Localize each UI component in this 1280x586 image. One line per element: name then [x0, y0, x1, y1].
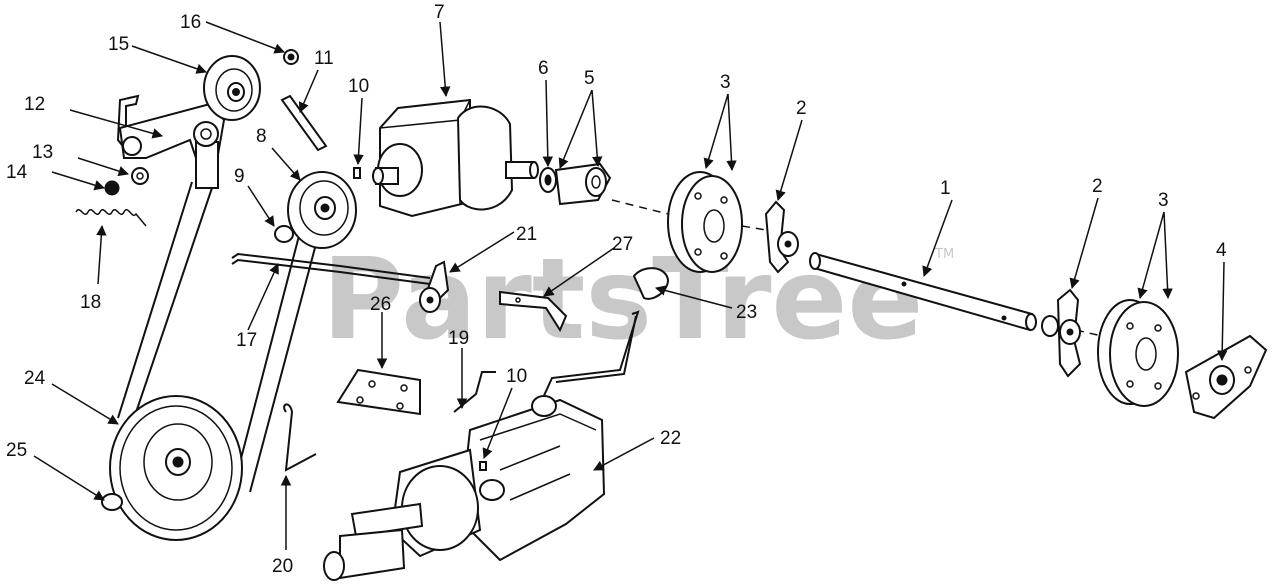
callout-3b: 3: [1158, 190, 1169, 211]
callout-11: 11: [314, 48, 334, 69]
bearing-bracket-left: [764, 200, 799, 274]
callout-5: 5: [584, 68, 595, 89]
extension-spring: [75, 209, 147, 227]
callout-26: 26: [370, 294, 391, 315]
callout-10a: 10: [348, 76, 369, 97]
callout-24: 24: [24, 368, 46, 389]
gearbox: [372, 98, 539, 218]
callout-2a: 2: [796, 98, 807, 119]
callout-3a: 3: [720, 72, 731, 93]
callout-18: 18: [80, 292, 101, 313]
idler-bracket: [116, 94, 226, 189]
callout-9: 9: [234, 166, 245, 187]
callout-17: 17: [236, 330, 257, 351]
drive-shaft: [809, 252, 1037, 332]
callout-1: 1: [940, 178, 951, 199]
mounting-bracket: [499, 290, 568, 333]
retaining-ring: [101, 493, 123, 511]
callout-4: 4: [1216, 240, 1227, 261]
callout-25: 25: [6, 440, 27, 461]
callout-2b: 2: [1092, 176, 1103, 197]
flange-bearing-left: [667, 171, 743, 273]
pin: [280, 94, 328, 152]
callout-12: 12: [24, 94, 45, 115]
callout-22: 22: [660, 428, 681, 449]
callout-27: 27: [612, 234, 633, 255]
callout-14: 14: [6, 162, 28, 183]
callout-13: 13: [32, 142, 53, 163]
hitch-pin: [453, 371, 496, 413]
callout-8: 8: [256, 126, 267, 147]
callout-21: 21: [516, 224, 537, 245]
shift-link: [283, 403, 317, 472]
idler-pulley: [203, 55, 261, 121]
angle-bracket: [336, 368, 421, 416]
bushing: [131, 167, 149, 185]
callout-15: 15: [108, 34, 129, 55]
collar: [539, 167, 557, 193]
coupling: [554, 162, 612, 206]
callout-20: 20: [272, 556, 293, 577]
callout-19: 19: [448, 328, 469, 349]
callout-7: 7: [434, 2, 445, 23]
woodruff-key-lower: [479, 461, 487, 471]
drive-belt: [117, 181, 317, 493]
callout-labels: 1 2 2 3 3 4 5 6 7 8 9 10 10 11 12 13 14 …: [6, 2, 1227, 577]
control-rod: [231, 252, 431, 285]
callout-16: 16: [180, 12, 201, 33]
flange-bearing-right: [1097, 299, 1179, 407]
hex-nut: [283, 49, 299, 65]
end-plate: [1184, 334, 1268, 420]
lock-nut: [104, 180, 120, 196]
bearing-bracket-right: [1041, 288, 1082, 378]
callout-10b: 10: [506, 366, 527, 387]
pivot-bracket: [419, 260, 450, 313]
transmission: [323, 395, 606, 581]
callout-6: 6: [538, 58, 549, 79]
gearbox-pulley: [287, 171, 357, 249]
leader-lines: [33, 21, 1228, 550]
callout-23: 23: [736, 302, 757, 323]
watermark-trademark: TM: [934, 247, 954, 262]
shift-lever: [541, 310, 640, 401]
washer: [274, 225, 294, 243]
woodruff-key-upper: [353, 167, 361, 179]
large-drive-pulley: [109, 395, 243, 541]
